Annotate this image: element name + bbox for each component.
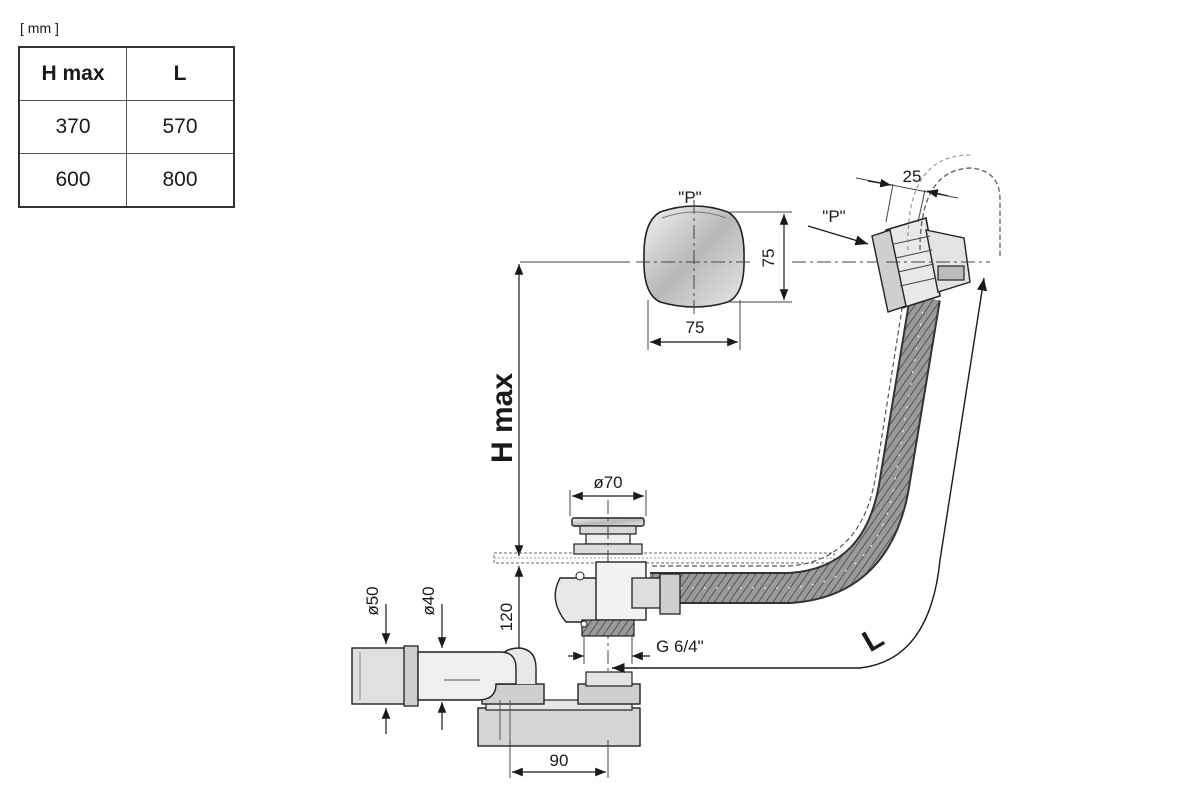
thread-dimension: G 6/4" — [568, 636, 704, 664]
dim-90: 90 — [509, 740, 609, 778]
bathtub-bottom — [493, 552, 835, 564]
siphon-trap — [477, 647, 641, 747]
dim-o50: ø50 — [363, 586, 391, 734]
table-cell: 600 — [18, 153, 127, 208]
label-hmax: H max — [486, 373, 519, 463]
p-indicator-right: "P" — [807, 207, 869, 246]
outlet-pipe — [351, 645, 517, 707]
dim-75-horizontal: 75 — [686, 318, 705, 337]
overflow-cap-detail: 75 75 "P" — [520, 188, 792, 350]
overflow-hose — [650, 295, 941, 604]
table-row: 370 570 — [18, 100, 235, 154]
table-cell: 570 — [126, 100, 235, 154]
table-header-l: L — [126, 46, 235, 101]
label-120: 120 — [497, 603, 516, 631]
table-header-hmax: H max — [18, 46, 127, 101]
hmax-dimension: H max — [486, 264, 524, 556]
label-o50: ø50 — [363, 586, 382, 615]
label-l: L — [857, 621, 889, 659]
dim-25: 25 — [855, 167, 959, 223]
table-cell: 370 — [18, 100, 127, 154]
tub-rim-outline — [919, 167, 1001, 258]
table-row: 600 800 — [18, 153, 235, 208]
unit-label: [ mm ] — [20, 20, 59, 36]
table-header-row: H max L — [18, 46, 235, 101]
label-p-left: "P" — [678, 188, 701, 207]
label-90: 90 — [550, 751, 569, 770]
dim-75-vertical: 75 — [759, 249, 778, 268]
label-p-right: "P" — [822, 207, 845, 226]
table-cell: 800 — [126, 153, 235, 208]
dimensions-table: H max L 370 570 600 800 — [18, 46, 235, 208]
dim-o40: ø40 — [419, 586, 447, 730]
label-o40: ø40 — [419, 586, 438, 615]
label-thread: G 6/4" — [656, 637, 704, 656]
label-25: 25 — [903, 167, 922, 186]
label-o70: ø70 — [593, 473, 622, 492]
overflow-housing — [792, 216, 990, 313]
